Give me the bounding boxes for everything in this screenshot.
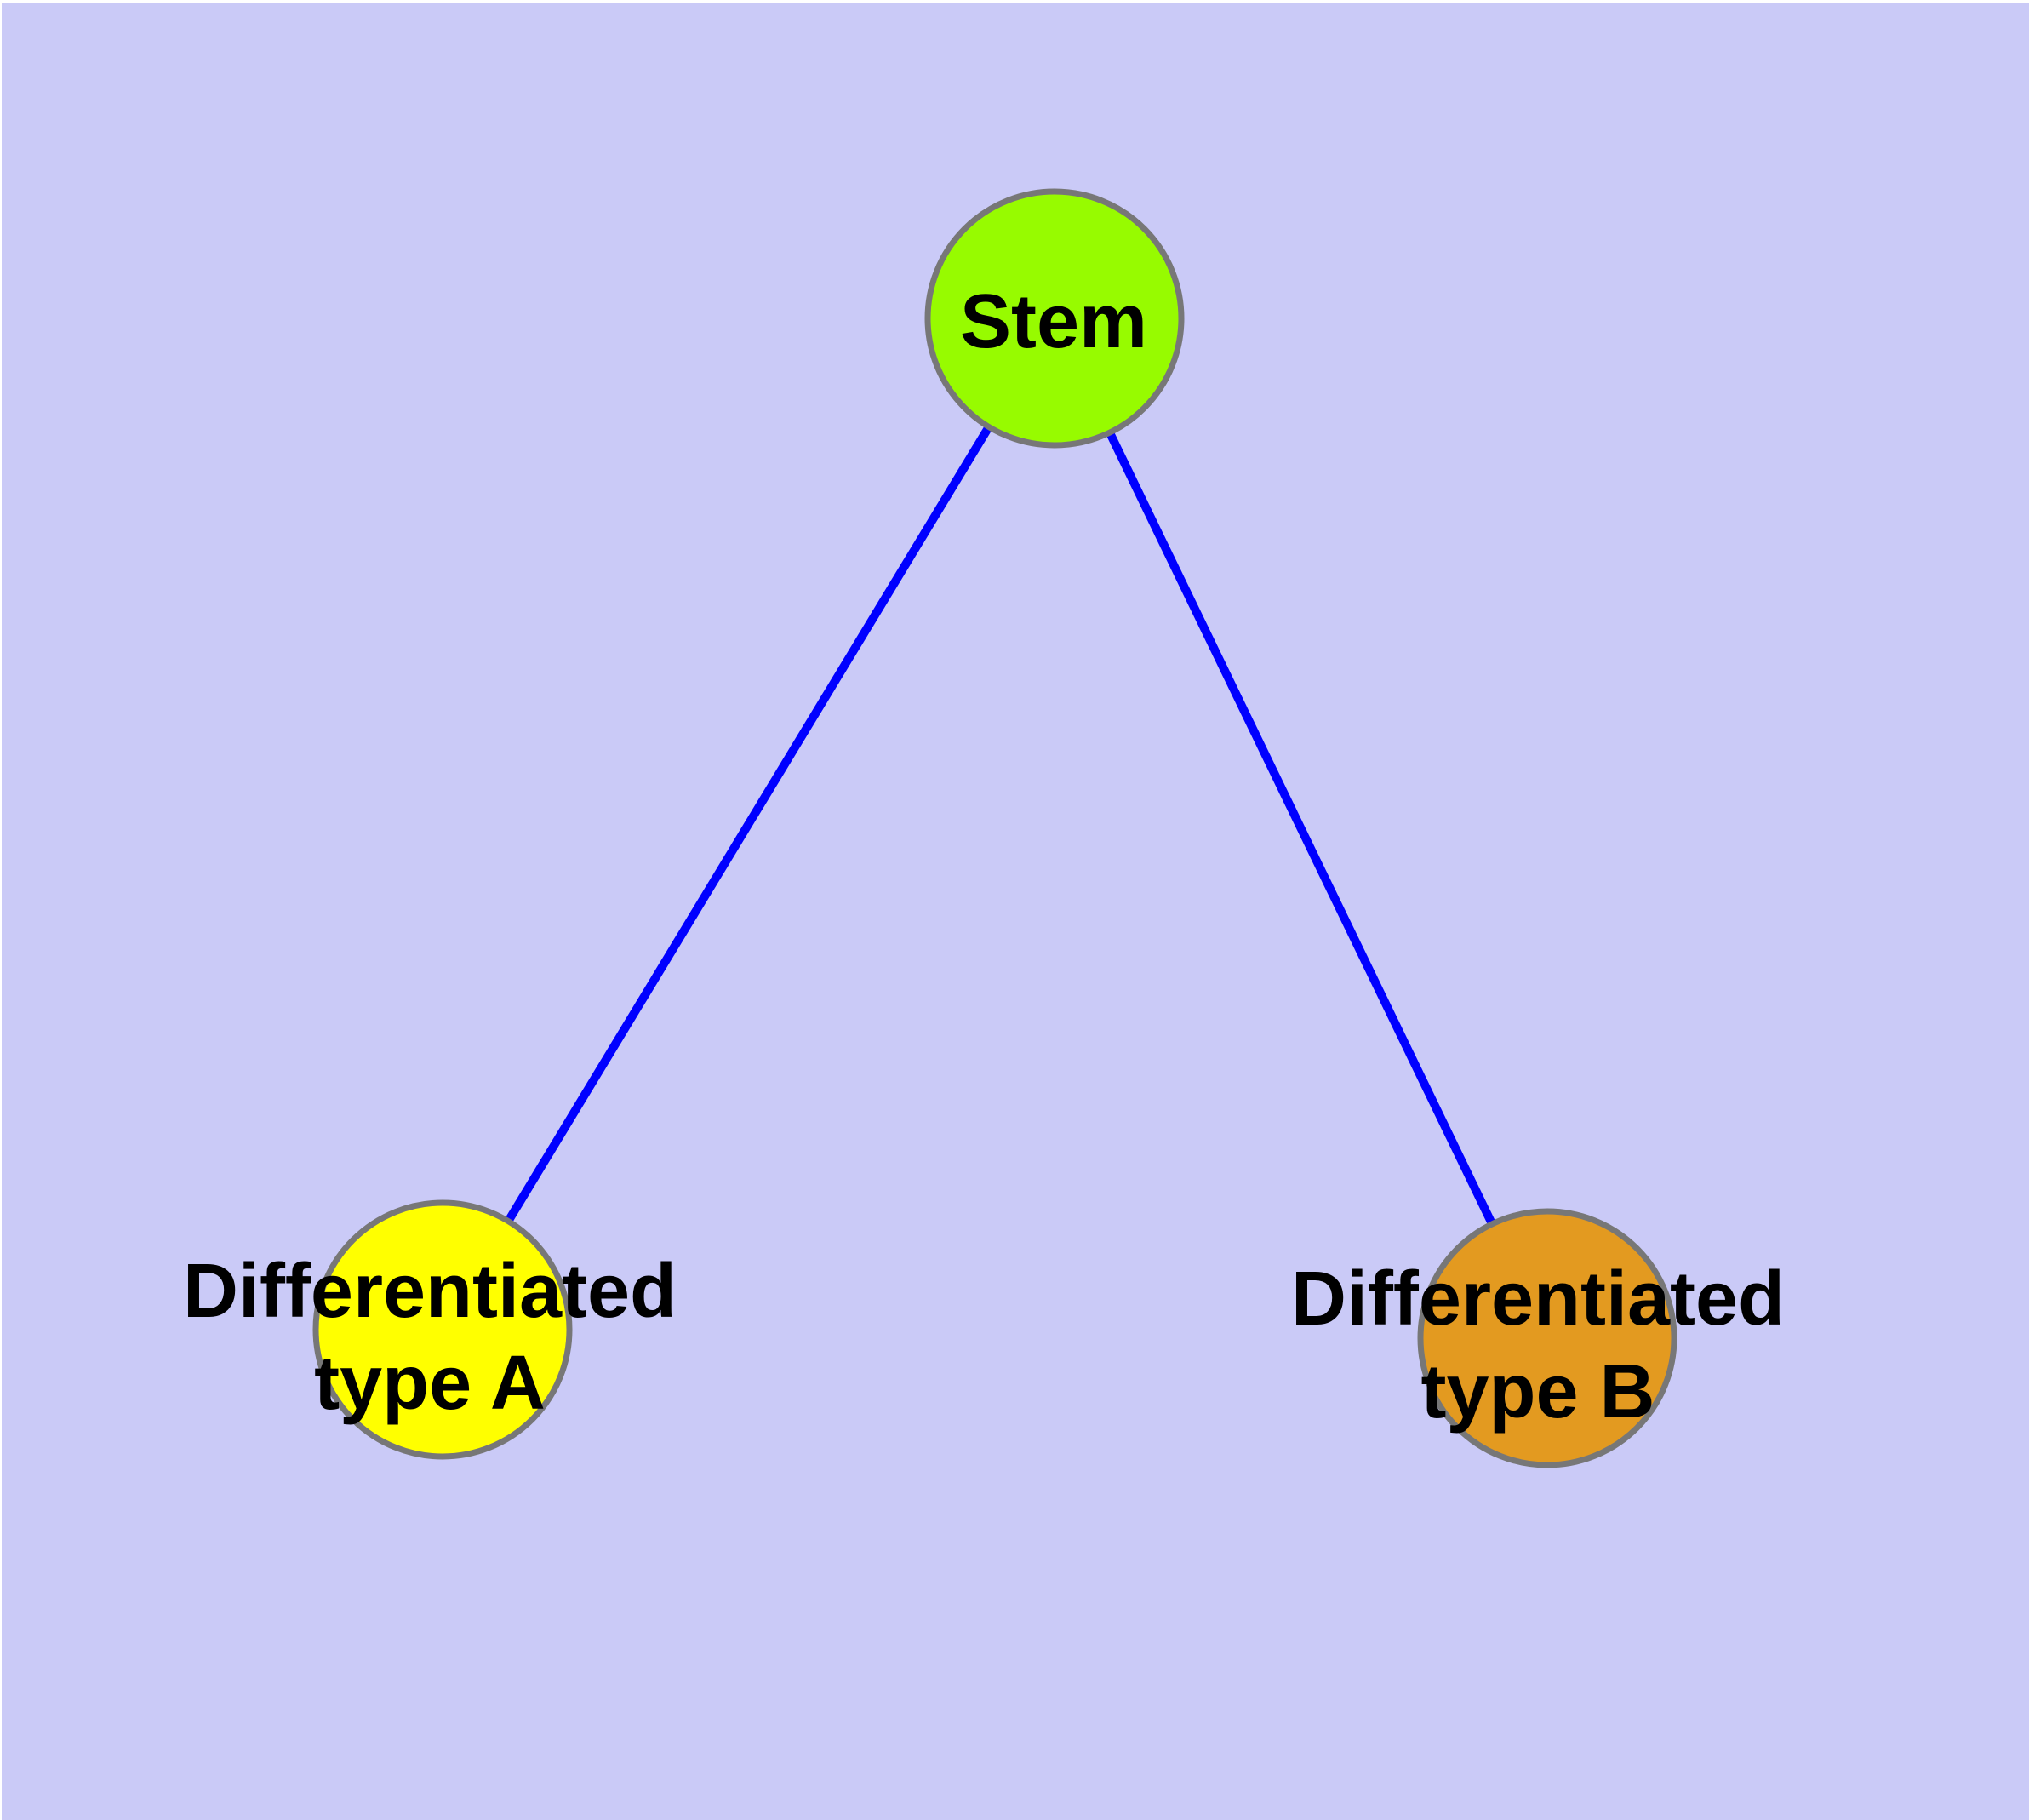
node-type-b-label-line1: Differentiated: [1291, 1256, 1785, 1342]
node-type-b-label-line2: type B: [1420, 1349, 1655, 1434]
node-differentiated-type-b: [1417, 1208, 1677, 1468]
node-type-a-label-line1: Differentiated: [183, 1249, 677, 1334]
node-stem-label: Stem: [960, 279, 1147, 364]
edge-stem-to-type-a: [438, 316, 1059, 1332]
edge-stem-to-type-b: [1050, 316, 1552, 1341]
node-differentiated-type-a: [312, 1199, 573, 1460]
node-stem: [924, 188, 1185, 449]
node-type-a-label-line2: type A: [314, 1341, 546, 1426]
